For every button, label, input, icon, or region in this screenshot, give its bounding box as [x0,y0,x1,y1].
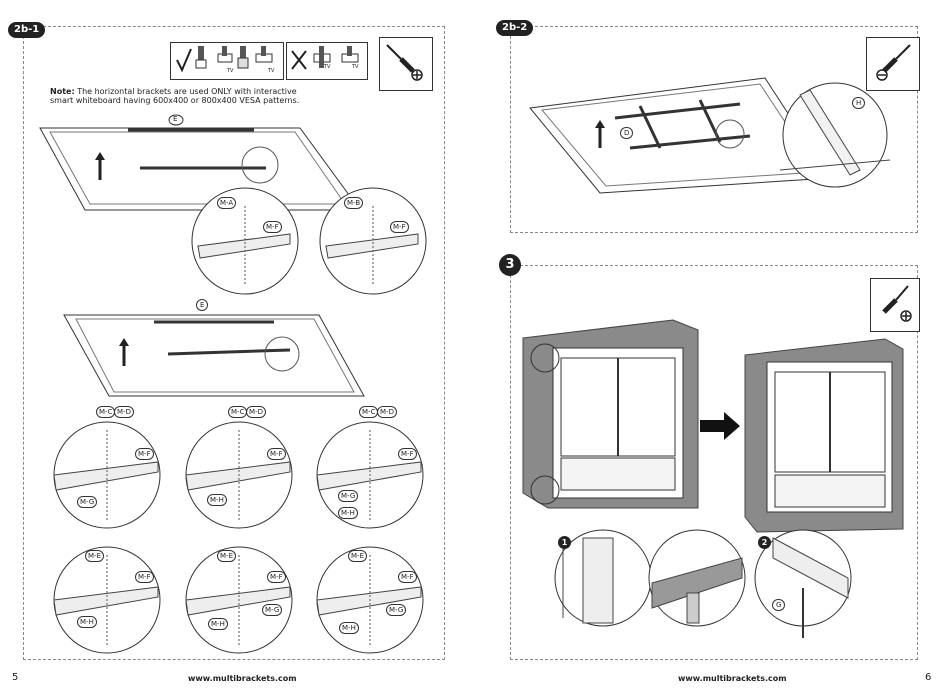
step-badge-2b1: 2b-1 [8,22,46,38]
zoom-circle-row1-3 [316,421,424,529]
callout-label: M-G [338,490,359,502]
label-e: E [173,115,178,123]
bolt-washer-icons [195,46,273,69]
sub-step-1: 1 [558,536,571,549]
note-line2: smart whiteboard having 600x400 or 800x4… [50,96,300,105]
step-badge-2b2: 2b-2 [496,20,534,36]
callout-label: M-E [217,550,236,562]
step-3-frame [510,265,918,660]
callout-label: M-D [114,406,134,418]
callout-label: M-F [267,448,286,460]
label-e-callout [168,114,184,126]
callout-label: M-F [135,448,154,460]
label-e: E [196,299,209,311]
footer-url: www.multibrackets.com [188,674,297,683]
tv-label: TV [268,68,275,74]
whiteboard-panel-illustration-2 [63,314,365,397]
zoom-circle-mb [319,187,427,295]
zoom-circle-row1-2 [185,421,293,529]
whiteboard-panel-illustration-1 [39,127,361,211]
callout-label: M-E [85,550,104,562]
label-g: G [772,599,786,611]
callout-label: M-C [228,406,248,418]
screwdriver-phillips-icon [882,285,912,322]
callout-label: M-F [135,571,154,583]
tv-label: TV [227,68,234,74]
note-text: Note: The horizontal brackets are used O… [50,87,299,105]
arrow-right-icon [700,412,740,440]
check-icon [176,48,192,73]
right-page: 2b-2 D H 3 [475,0,950,696]
callout-label: M-H [77,616,97,628]
wrong-bolt-icons [313,46,359,68]
note-label: Note: [50,87,75,96]
callout-label: M-A [217,197,237,209]
step-2b2-frame [510,26,918,233]
zoom-circle-row1-1 [53,421,161,529]
zoom-circle-ma [191,187,299,295]
callout-label: M-C [96,406,116,418]
zoom-circle-row2-3 [316,546,424,654]
tv-label: TV [324,64,331,70]
sub-step-2: 2 [758,536,771,549]
callout-label: M-F [398,571,417,583]
label-d: D [620,127,634,139]
page-number: 5 [12,672,19,683]
wall-mount-before-illustration [522,319,699,509]
zoom-circle-row2-1 [53,546,161,654]
wall-mount-after-illustration [744,338,904,533]
detail-circle-1b [648,529,746,627]
callout-label: M-E [348,550,367,562]
footer-url: www.multibrackets.com [678,674,787,683]
screwdriver-flat-icon [876,44,911,81]
tool-box [870,278,920,332]
step-2b1-frame [23,26,445,660]
cross-icon [291,50,307,70]
left-page: 2b-1 TV TV TV TV Note: The horizontal br… [8,22,445,683]
callout-label: M-F [263,221,282,233]
label-h: H [852,97,866,109]
zoom-circle-h [779,82,891,188]
tv-label: TV [352,64,359,70]
detail-circle-1a [554,529,652,627]
callout-label: M-G [386,604,407,616]
callout-label: M-D [377,406,397,418]
callout-label: M-F [267,571,286,583]
callout-label: M-H [207,494,227,506]
note-line1: The horizontal brackets are used ONLY wi… [77,87,297,96]
callout-label: M-G [262,604,283,616]
zoom-circle-row2-2 [185,546,293,654]
callout-label: M-G [77,496,98,508]
screwdriver-phillips-icon [386,44,423,81]
page-number: 6 [925,672,932,683]
step-badge-3: 3 [499,254,521,276]
callout-label: M-H [208,618,228,630]
callout-label: M-D [246,406,266,418]
callout-label: M-B [344,197,364,209]
callout-label: M-H [338,507,358,519]
callout-label: M-H [339,622,359,634]
callout-label: M-F [390,221,409,233]
callout-label: M-F [398,448,417,460]
callout-label: M-C [359,406,379,418]
